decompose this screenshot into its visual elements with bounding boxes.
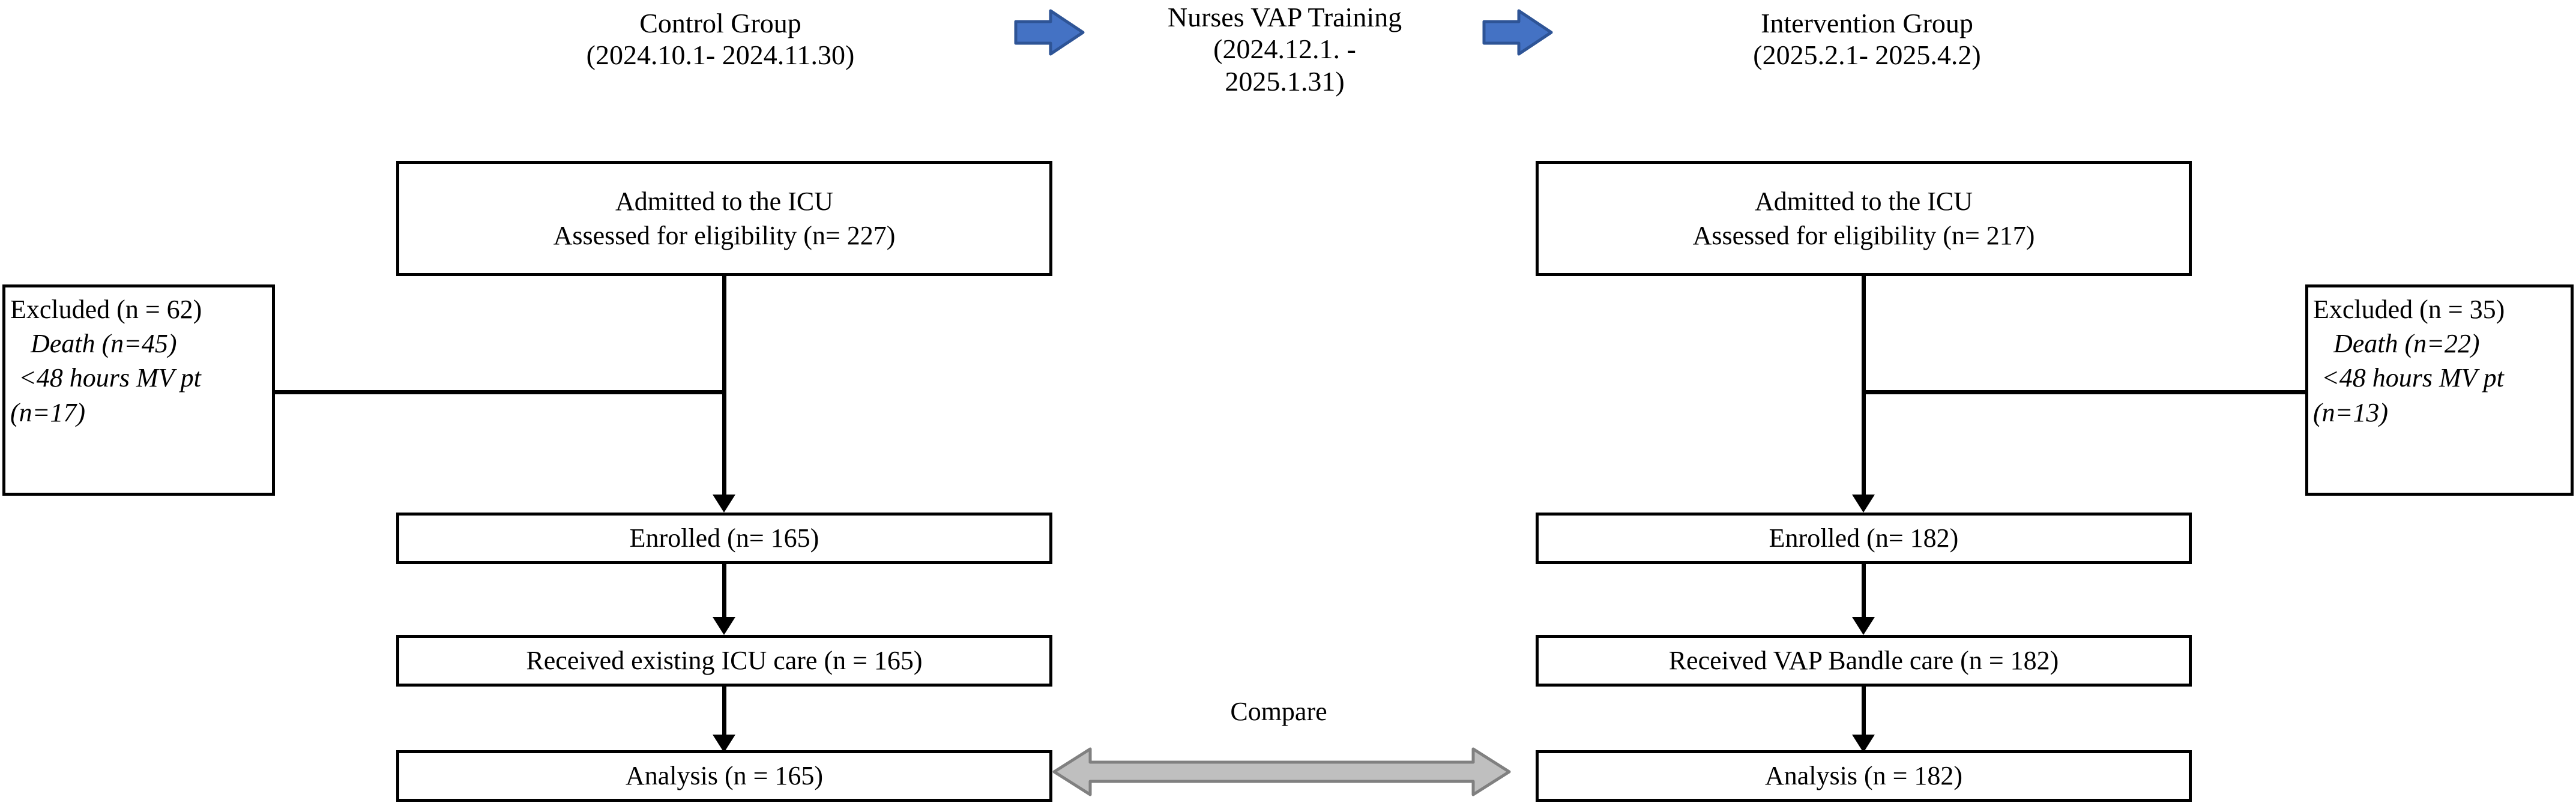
control-admitted-line-1: Admitted to the ICU bbox=[615, 186, 833, 216]
intervention-care-to-analysis-line bbox=[1862, 687, 1866, 744]
control-admitted-line-2: Assessed for eligibility (n= 227) bbox=[553, 221, 896, 250]
control-excluded-mv-line-2: (n=17) bbox=[10, 397, 85, 427]
control-excluded-death: Death (n=45) bbox=[31, 329, 177, 359]
intervention-group-title: Intervention Group bbox=[1761, 8, 1973, 38]
intervention-excluded-mv-line-2: (n=13) bbox=[2313, 397, 2388, 427]
intervention-received-care-box: Received VAP Bandle care (n = 182) bbox=[1536, 635, 2192, 687]
control-exclusion-branch-line bbox=[146, 390, 724, 394]
intervention-analysis-label: Analysis (n = 182) bbox=[1764, 761, 1963, 791]
intervention-enrolled-to-care-arrowhead bbox=[1852, 617, 1875, 635]
control-group-header: Control Group (2024.10.1- 2024.11.30) bbox=[396, 7, 1045, 71]
control-care-to-analysis-line bbox=[722, 687, 726, 744]
intervention-excluded-death: Death (n=22) bbox=[2333, 329, 2480, 359]
intervention-group-period: (2025.2.1- 2025.4.2) bbox=[1753, 40, 1981, 71]
intervention-excluded-box: Excluded (n = 35) Death (n=22) <48 hours… bbox=[2305, 284, 2574, 496]
intervention-admitted-to-enrolled-arrowhead bbox=[1852, 495, 1875, 513]
intervention-received-care-label: Received VAP Bandle care (n = 182) bbox=[1668, 646, 2059, 676]
control-enrolled-box: Enrolled (n= 165) bbox=[396, 513, 1052, 564]
intervention-excluded-title: Excluded (n = 35) bbox=[2313, 295, 2505, 324]
training-right-arrow-icon bbox=[1482, 8, 1554, 56]
intervention-care-to-analysis-arrowhead bbox=[1852, 735, 1875, 753]
training-line-1: Nurses VAP Training bbox=[1167, 2, 1402, 32]
intervention-enrolled-box: Enrolled (n= 182) bbox=[1536, 513, 2192, 564]
control-excluded-mv-line-1: <48 hours MV pt bbox=[19, 363, 201, 393]
training-line-3: 2025.1.31) bbox=[1225, 65, 1345, 97]
intervention-admitted-to-enrolled-line bbox=[1862, 276, 1866, 504]
training-label: Nurses VAP Training (2024.12.1. - 2025.1… bbox=[1099, 1, 1471, 97]
control-analysis-box: Analysis (n = 165) bbox=[396, 750, 1052, 802]
intervention-admitted-line-1: Admitted to the ICU bbox=[1755, 186, 1973, 216]
control-admitted-to-enrolled-arrowhead bbox=[713, 495, 735, 513]
control-enrolled-to-care-line bbox=[722, 564, 726, 627]
control-analysis-label: Analysis (n = 165) bbox=[625, 761, 824, 791]
control-excluded-box: Excluded (n = 62) Death (n=45) <48 hours… bbox=[2, 284, 275, 496]
compare-label: Compare bbox=[1230, 697, 1327, 726]
intervention-enrolled-label: Enrolled (n= 182) bbox=[1769, 523, 1959, 553]
intervention-admitted-line-2: Assessed for eligibility (n= 217) bbox=[1692, 221, 2035, 250]
control-group-title: Control Group bbox=[639, 8, 801, 38]
training-left-arrow-icon bbox=[1013, 8, 1085, 56]
control-care-to-analysis-arrowhead bbox=[713, 735, 735, 753]
compare-arrow-icon bbox=[1051, 743, 1513, 801]
control-excluded-title: Excluded (n = 62) bbox=[10, 295, 202, 324]
control-enrolled-to-care-arrowhead bbox=[713, 617, 735, 635]
control-received-care-box: Received existing ICU care (n = 165) bbox=[396, 635, 1052, 687]
control-received-care-label: Received existing ICU care (n = 165) bbox=[526, 646, 923, 676]
control-group-period: (2024.10.1- 2024.11.30) bbox=[586, 40, 855, 71]
control-admitted-to-enrolled-line bbox=[722, 276, 726, 504]
intervention-enrolled-to-care-line bbox=[1862, 564, 1866, 627]
training-line-2: (2024.12.1. - bbox=[1213, 34, 1356, 65]
control-admitted-box: Admitted to the ICU Assessed for eligibi… bbox=[396, 161, 1052, 276]
intervention-excluded-mv-line-1: <48 hours MV pt bbox=[2321, 363, 2504, 393]
intervention-exclusion-branch-line bbox=[1864, 390, 2436, 394]
control-enrolled-label: Enrolled (n= 165) bbox=[629, 523, 819, 553]
intervention-analysis-box: Analysis (n = 182) bbox=[1536, 750, 2192, 802]
intervention-group-header: Intervention Group (2025.2.1- 2025.4.2) bbox=[1537, 7, 2197, 71]
intervention-admitted-box: Admitted to the ICU Assessed for eligibi… bbox=[1536, 161, 2192, 276]
